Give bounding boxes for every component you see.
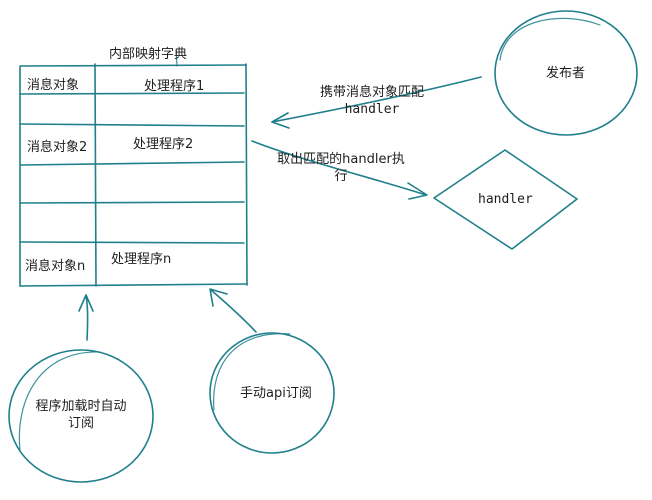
table-title: 内部映射字典 <box>109 47 188 62</box>
manual-subscribe-arrow <box>209 288 257 333</box>
auto-subscribe-node <box>8 349 154 483</box>
mapping-dictionary-table <box>19 49 248 287</box>
execute-edge-label-line1: 取出匹配的handler执 <box>277 152 405 167</box>
table-row-key-2: 消息对象2 <box>27 140 88 155</box>
handler-label: handler <box>478 192 533 207</box>
auto-subscribe-label-line2: 订阅 <box>67 416 94 431</box>
publish-edge-label: 携带消息对象匹配 handler <box>312 84 432 118</box>
table-row-key-1: 消息对象 <box>27 78 80 93</box>
auto-subscribe-label: 程序加载时自动 订阅 <box>21 398 141 432</box>
table-row-value-2: 处理程序2 <box>133 137 194 152</box>
auto-subscribe-label-line1: 程序加载时自动 <box>35 399 127 414</box>
execute-edge-label: 取出匹配的handler执 行 <box>266 151 416 185</box>
publisher-node <box>494 10 638 136</box>
publish-arrow <box>271 76 482 129</box>
execute-arrow <box>251 140 428 200</box>
table-row-key-3: 消息对象n <box>25 259 86 274</box>
publisher-label: 发布者 <box>546 66 586 81</box>
manual-subscribe-node <box>209 332 335 454</box>
table-row-value-3: 处理程序n <box>111 252 172 267</box>
handler-node <box>433 149 578 250</box>
publish-edge-label-line2: handler <box>344 102 400 117</box>
execute-edge-label-line2: 行 <box>334 169 348 184</box>
manual-subscribe-label: 手动api订阅 <box>240 386 312 401</box>
auto-subscribe-arrow <box>78 294 94 341</box>
table-row-value-1: 处理程序1 <box>144 79 205 94</box>
publish-edge-label-line1: 携带消息对象匹配 <box>319 85 424 100</box>
